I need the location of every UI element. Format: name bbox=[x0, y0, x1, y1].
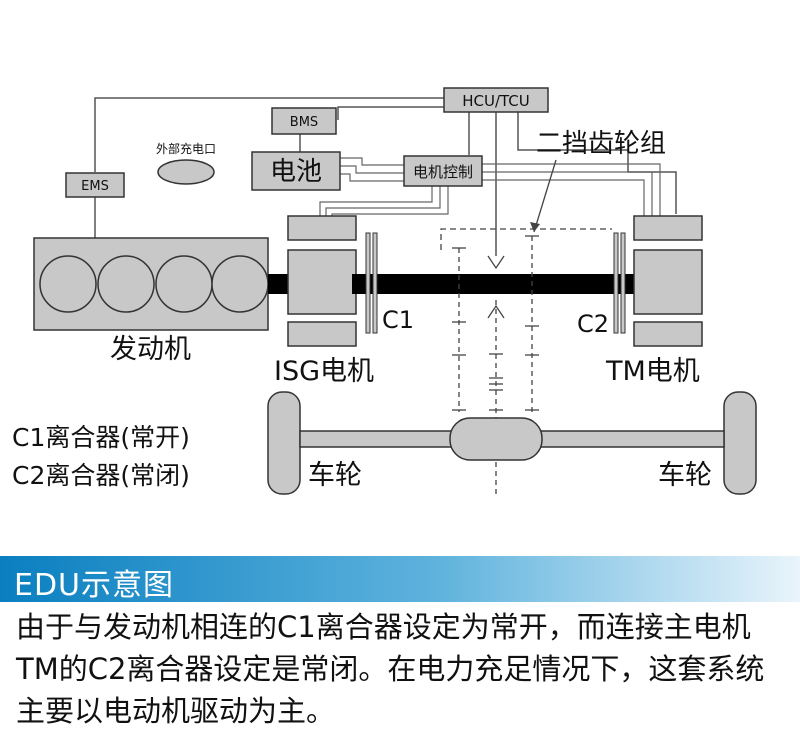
left-wheel bbox=[267, 391, 301, 495]
main-shaft bbox=[352, 274, 638, 294]
engine-cylinder bbox=[211, 255, 269, 313]
engine-cylinder bbox=[39, 255, 97, 313]
tm-stator-bottom bbox=[633, 321, 703, 347]
c1-clutch-plate bbox=[372, 232, 378, 334]
clutch-note-c1: C1离合器(常开) bbox=[12, 423, 190, 452]
left-wheel-label: 车轮 bbox=[308, 460, 362, 491]
gear-train bbox=[440, 159, 612, 498]
isg-motor-label: ISG电机 bbox=[274, 356, 374, 387]
motor-controller-box bbox=[403, 155, 483, 187]
hcu-tcu-box bbox=[443, 87, 549, 113]
external-charge-port-icon bbox=[157, 159, 215, 185]
ems-box bbox=[65, 172, 125, 198]
right-wheel bbox=[723, 391, 757, 495]
caption-banner: EDU示意图 bbox=[0, 556, 800, 603]
power-cables bbox=[319, 157, 661, 216]
engine-cylinder bbox=[97, 255, 155, 313]
right-wheel-label: 车轮 bbox=[658, 460, 712, 491]
tm-rotor bbox=[633, 249, 703, 315]
hcu-tcu-label: HCU/TCU bbox=[462, 92, 530, 110]
isg-rotor bbox=[287, 249, 357, 315]
ems-label: EMS bbox=[81, 179, 109, 194]
isg-stator-top bbox=[287, 215, 357, 241]
clutch-note-c2: C2离合器(常闭) bbox=[12, 461, 190, 490]
c2-clutch-plate bbox=[620, 232, 626, 334]
differential bbox=[449, 417, 543, 461]
description-text: 由于与发动机相连的C1离合器设定为常开，而连接主电机TM的C2离合器设定是常闭。… bbox=[16, 610, 765, 728]
motor-controller-label: 电机控制 bbox=[413, 163, 473, 181]
gearset-pointer-arrow-icon bbox=[530, 222, 540, 232]
tm-stator-top bbox=[633, 215, 703, 241]
isg-stator-bottom bbox=[287, 321, 357, 347]
battery-box bbox=[251, 151, 341, 191]
tm-motor-label: TM电机 bbox=[605, 356, 700, 387]
gearset-label: 二挡齿轮组 bbox=[536, 129, 666, 159]
c1-label: C1 bbox=[382, 306, 414, 334]
c2-label: C2 bbox=[577, 310, 609, 338]
battery-label: 电池 bbox=[270, 157, 322, 187]
c1-clutch-plate bbox=[365, 232, 371, 334]
signal-wires bbox=[94, 97, 677, 256]
external-charge-label: 外部充电口 bbox=[156, 141, 216, 156]
engine-label: 发动机 bbox=[110, 334, 191, 365]
banner-title: EDU示意图 bbox=[14, 568, 175, 603]
c2-clutch-plate bbox=[613, 232, 619, 334]
bms-label: BMS bbox=[290, 115, 318, 130]
engine-cylinder bbox=[155, 255, 213, 313]
bms-box bbox=[271, 107, 337, 135]
